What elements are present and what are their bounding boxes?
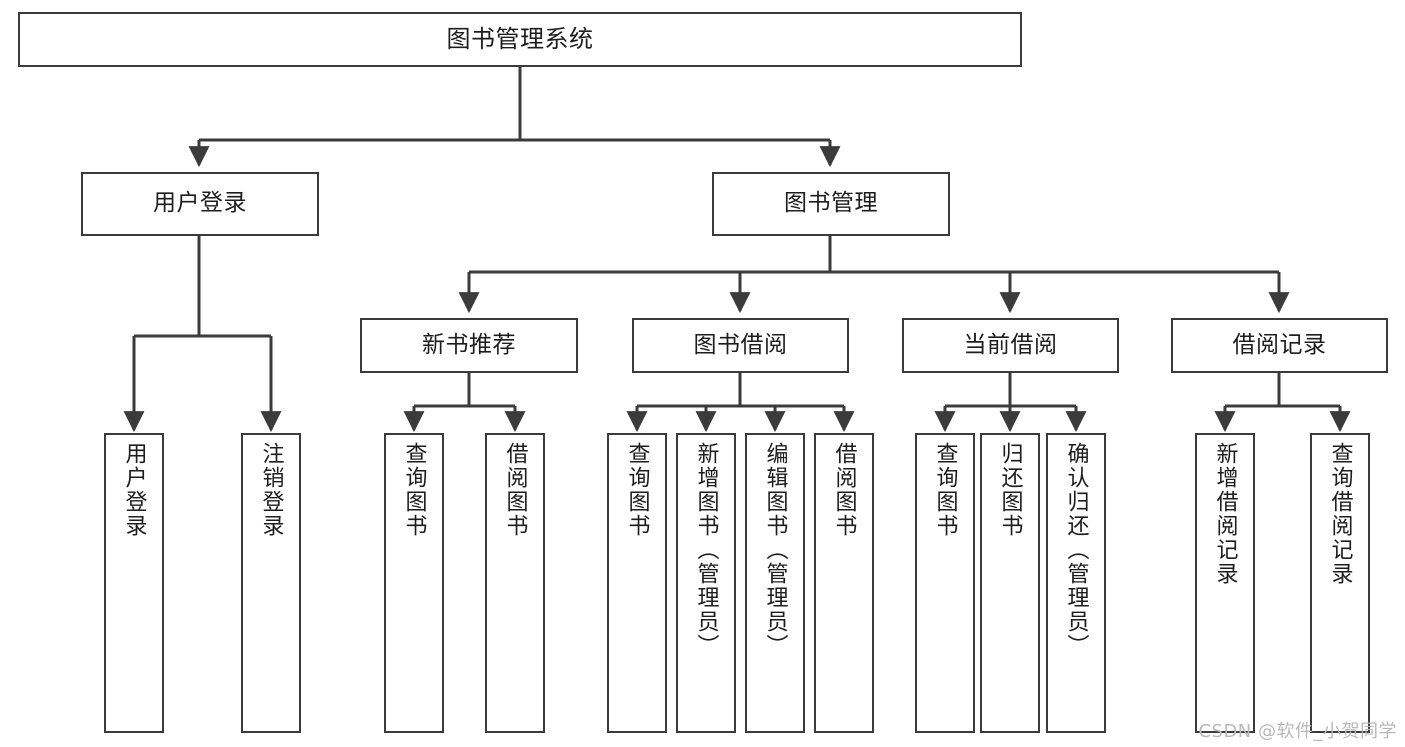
node-leaf-confirm-return-admin[interactable]: 确认归还（管理员） (1046, 433, 1106, 733)
node-leaf-borrow-query-book-label: 查询图书 (624, 442, 650, 538)
node-root-label: 图书管理系统 (446, 25, 594, 54)
watermark: CSDN @软件_小贺同学 (1198, 721, 1397, 742)
node-new-book-recommend[interactable]: 新书推荐 (360, 318, 578, 373)
node-book-borrow[interactable]: 图书借阅 (632, 318, 849, 373)
node-leaf-logout-label: 注销登录 (258, 442, 284, 538)
node-leaf-query-borrow-record[interactable]: 查询借阅记录 (1310, 433, 1370, 733)
node-user-login-label: 用户登录 (153, 190, 247, 217)
node-leaf-add-borrow-record[interactable]: 新增借阅记录 (1195, 433, 1255, 733)
node-borrow-record-label: 借阅记录 (1232, 331, 1327, 358)
node-book-management-label: 图书管理 (784, 190, 878, 217)
node-book-borrow-label: 图书借阅 (693, 331, 788, 358)
node-leaf-borrow-query-book[interactable]: 查询图书 (607, 433, 667, 733)
node-leaf-logout[interactable]: 注销登录 (241, 433, 301, 733)
node-leaf-borrow-book-label: 借阅图书 (831, 442, 857, 538)
node-leaf-query-borrow-record-label: 查询借阅记录 (1327, 442, 1353, 586)
node-user-login[interactable]: 用户登录 (81, 172, 319, 236)
node-leaf-recommend-borrow-book-label: 借阅图书 (502, 442, 528, 538)
node-current-borrow[interactable]: 当前借阅 (902, 318, 1119, 373)
node-leaf-confirm-return-admin-label: 确认归还（管理员） (1063, 442, 1089, 658)
node-leaf-add-book-admin-label: 新增图书（管理员） (693, 442, 719, 658)
node-leaf-current-query-book-label: 查询图书 (932, 442, 958, 538)
node-leaf-current-query-book[interactable]: 查询图书 (915, 433, 975, 733)
node-leaf-borrow-book[interactable]: 借阅图书 (814, 433, 874, 733)
node-leaf-return-book[interactable]: 归还图书 (980, 433, 1040, 733)
node-root[interactable]: 图书管理系统 (18, 12, 1022, 67)
node-leaf-user-login[interactable]: 用户登录 (104, 433, 164, 733)
node-leaf-edit-book-admin[interactable]: 编辑图书（管理员） (745, 433, 805, 733)
node-leaf-return-book-label: 归还图书 (997, 442, 1023, 538)
node-leaf-recommend-borrow-book[interactable]: 借阅图书 (485, 433, 545, 733)
node-new-book-recommend-label: 新书推荐 (422, 331, 516, 358)
node-current-borrow-label: 当前借阅 (963, 331, 1058, 358)
node-leaf-recommend-query-book-label: 查询图书 (401, 442, 427, 538)
node-leaf-edit-book-admin-label: 编辑图书（管理员） (762, 442, 788, 658)
node-leaf-user-login-label: 用户登录 (121, 442, 147, 538)
node-leaf-recommend-query-book[interactable]: 查询图书 (384, 433, 444, 733)
node-leaf-add-book-admin[interactable]: 新增图书（管理员） (676, 433, 736, 733)
node-book-management[interactable]: 图书管理 (712, 172, 950, 236)
node-borrow-record[interactable]: 借阅记录 (1171, 318, 1388, 373)
node-leaf-add-borrow-record-label: 新增借阅记录 (1212, 442, 1238, 586)
